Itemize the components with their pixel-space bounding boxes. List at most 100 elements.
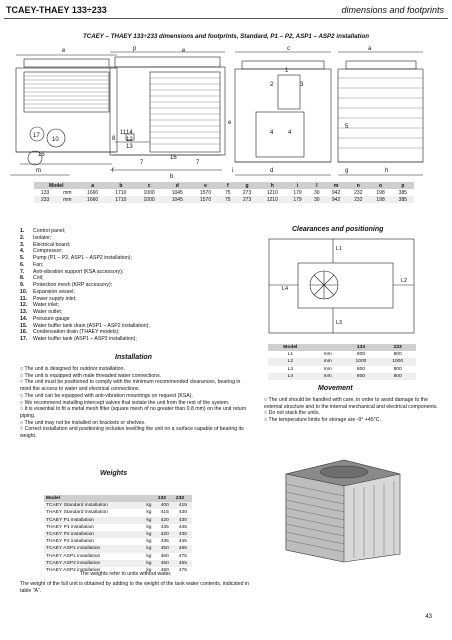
weights-title: Weights	[100, 470, 128, 477]
weights-cell: 465	[173, 559, 192, 567]
clearances-header-cell: 233	[379, 344, 416, 352]
label-p: p	[133, 46, 137, 52]
clearances-cell: mm	[323, 366, 332, 372]
component-label: Water outlet;	[33, 309, 63, 315]
component-label: Fan;	[33, 261, 44, 268]
dims-cell: 1045	[171, 189, 183, 196]
weights-cell: 420	[155, 530, 174, 539]
weights-cell: TCAEY ASP1 installation	[44, 545, 143, 553]
weights-cell: kg	[146, 539, 152, 545]
label-15: 15	[38, 152, 45, 158]
dims-cell: 1710	[106, 196, 135, 203]
dims-cell: 1210	[266, 189, 278, 196]
component-number: 9.	[20, 282, 25, 288]
dims-cell: 30	[308, 196, 325, 203]
tank-circle-left	[27, 150, 43, 166]
weights-cell: 445	[178, 539, 187, 545]
fan-top-icon	[319, 465, 369, 479]
component-label: Pressure gauge	[33, 315, 70, 322]
clearances-header-cell	[312, 344, 343, 352]
component-item: 6.Fan;	[20, 262, 252, 269]
component-number: 1.	[20, 228, 25, 234]
clearances-cell: 800	[356, 352, 366, 358]
component-label: Coil;	[33, 275, 44, 282]
label-e2: e	[182, 48, 186, 54]
buffer-tank	[29, 126, 45, 142]
clearances-cell: mm	[312, 358, 343, 366]
component-number: 13.	[20, 309, 28, 315]
clearances-header-cell: 133	[342, 344, 380, 352]
component-number: 17.	[20, 336, 28, 342]
dims-cell: 1570	[199, 189, 212, 196]
clearances-title: Clearances and positioning	[292, 226, 384, 233]
weights-cell: TCAEY Standard installation	[44, 502, 143, 510]
weights-cell: THAEY P1 installation	[46, 524, 95, 530]
dims-cell: 75	[225, 189, 231, 196]
weights-cell: kg	[142, 502, 156, 510]
unit-outline	[297, 262, 394, 309]
weights-cell: kg	[142, 545, 156, 553]
rear-panel	[234, 68, 332, 163]
dims-cell: 198	[376, 189, 385, 196]
component-label: Power supply inlet;	[33, 295, 77, 302]
dims-header-cell: b	[106, 182, 135, 189]
component-label: Protection mesh (KRP accessory);	[33, 282, 113, 288]
weights-cell: 475	[178, 567, 187, 573]
dims-cell: mm	[56, 196, 79, 203]
dims-header-cell: d	[163, 182, 192, 189]
weights-cell: THAEY ASP2 installation	[46, 567, 101, 573]
weights-cell: 430	[173, 530, 192, 539]
component-item: 17. Water buffer tank (ASP1 – ASP2 instal…	[20, 336, 252, 343]
weights-header-cell: 233	[173, 495, 192, 503]
weights-cell: kg	[142, 516, 156, 524]
clearances-cell: 800	[393, 352, 402, 358]
weights-header-cell: 133	[155, 495, 174, 503]
dims-cell: 232	[347, 196, 370, 203]
movement-title: Movement	[318, 385, 353, 392]
weights-cell: 460	[160, 567, 169, 573]
component-number: 15.	[20, 322, 28, 329]
component-number: 4.	[20, 248, 25, 255]
component-number: 11.	[20, 295, 27, 302]
component-label: Electrical board;	[33, 241, 71, 248]
component-label: Condensation drain (THAEY models);	[33, 329, 120, 336]
component-item: 4.Compressor;	[20, 248, 252, 255]
component-label: Anti-vibration support (KSA accessory);	[33, 268, 124, 275]
movement-paragraph: ○ The temperature limits for storage are…	[264, 417, 381, 424]
weights-cell: 460	[160, 553, 169, 559]
clearance-l3: L3	[336, 320, 342, 326]
dims-cell: 198	[369, 196, 392, 203]
weights-cell: THAEY ASP1 installation	[46, 553, 101, 559]
component-item: 14. Pressure gauge	[20, 316, 252, 323]
movement-paragraph: ○ The unit should be handled with care, …	[264, 397, 438, 410]
label-7: 7	[140, 160, 144, 166]
clearances-cell: 800	[342, 372, 380, 380]
component-item: 10.Expansion vessel;	[20, 289, 252, 296]
label-1: 1	[285, 68, 289, 74]
dims-header-cell: l	[308, 182, 325, 189]
weights-cell: THAEY P2 installation	[46, 539, 95, 545]
component-label: Water buffer tank (ASP1 – ASP2 installat…	[33, 336, 137, 342]
component-label: Isolator;	[33, 234, 52, 241]
weights-cell: kg	[146, 567, 152, 573]
component-item: 2.Isolator;	[20, 235, 252, 242]
component-number: 14.	[20, 315, 28, 322]
weights-cell: 430	[173, 516, 192, 524]
label-7b: 7	[196, 160, 200, 166]
dims-cell: 232	[354, 189, 363, 196]
clearances-cell: 800	[356, 366, 366, 372]
installation-paragraph: ○ The unit must be positioned to comply …	[20, 379, 241, 393]
component-number: 5.	[20, 255, 25, 261]
movement-text: ○ The unit should be handled with care, …	[264, 397, 438, 424]
dimension-drawings: e p e c a e m f b i d g h 1 2 3 4 4 5 8 …	[10, 46, 424, 180]
label-9: 8	[112, 136, 116, 142]
component-number: 7.	[20, 268, 25, 275]
component-number: 10.	[20, 288, 28, 295]
